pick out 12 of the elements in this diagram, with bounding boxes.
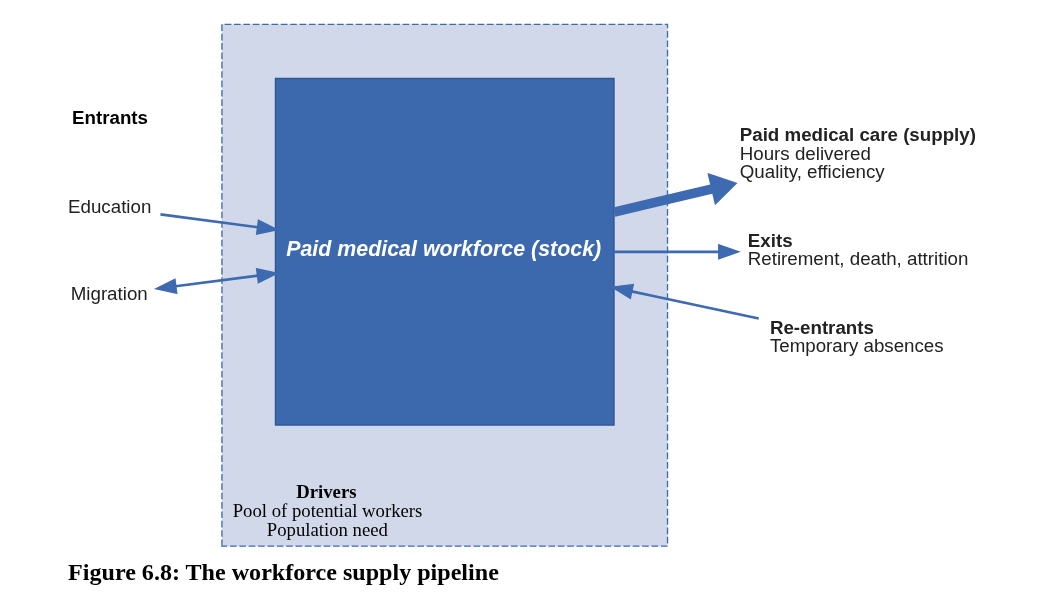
node-text: Paid medical care (supply) Hours delivered Quality, efficiency	[739, 124, 976, 183]
arrow	[613, 243, 741, 260]
caption: Figure 6.8: The workforce supply pipeline	[67, 559, 499, 586]
node-text: Exits Retirement, death, attrition	[747, 229, 968, 270]
label: Entrants	[71, 107, 148, 129]
node-text: Education	[67, 195, 151, 217]
arrow	[153, 267, 279, 295]
node-box: Paid medical workforce (stock)	[274, 77, 615, 426]
node-text: Migration	[70, 282, 148, 304]
arrow	[612, 173, 737, 217]
node-text: Re-entrants Temporary absences	[769, 316, 944, 357]
arrow	[159, 213, 279, 235]
